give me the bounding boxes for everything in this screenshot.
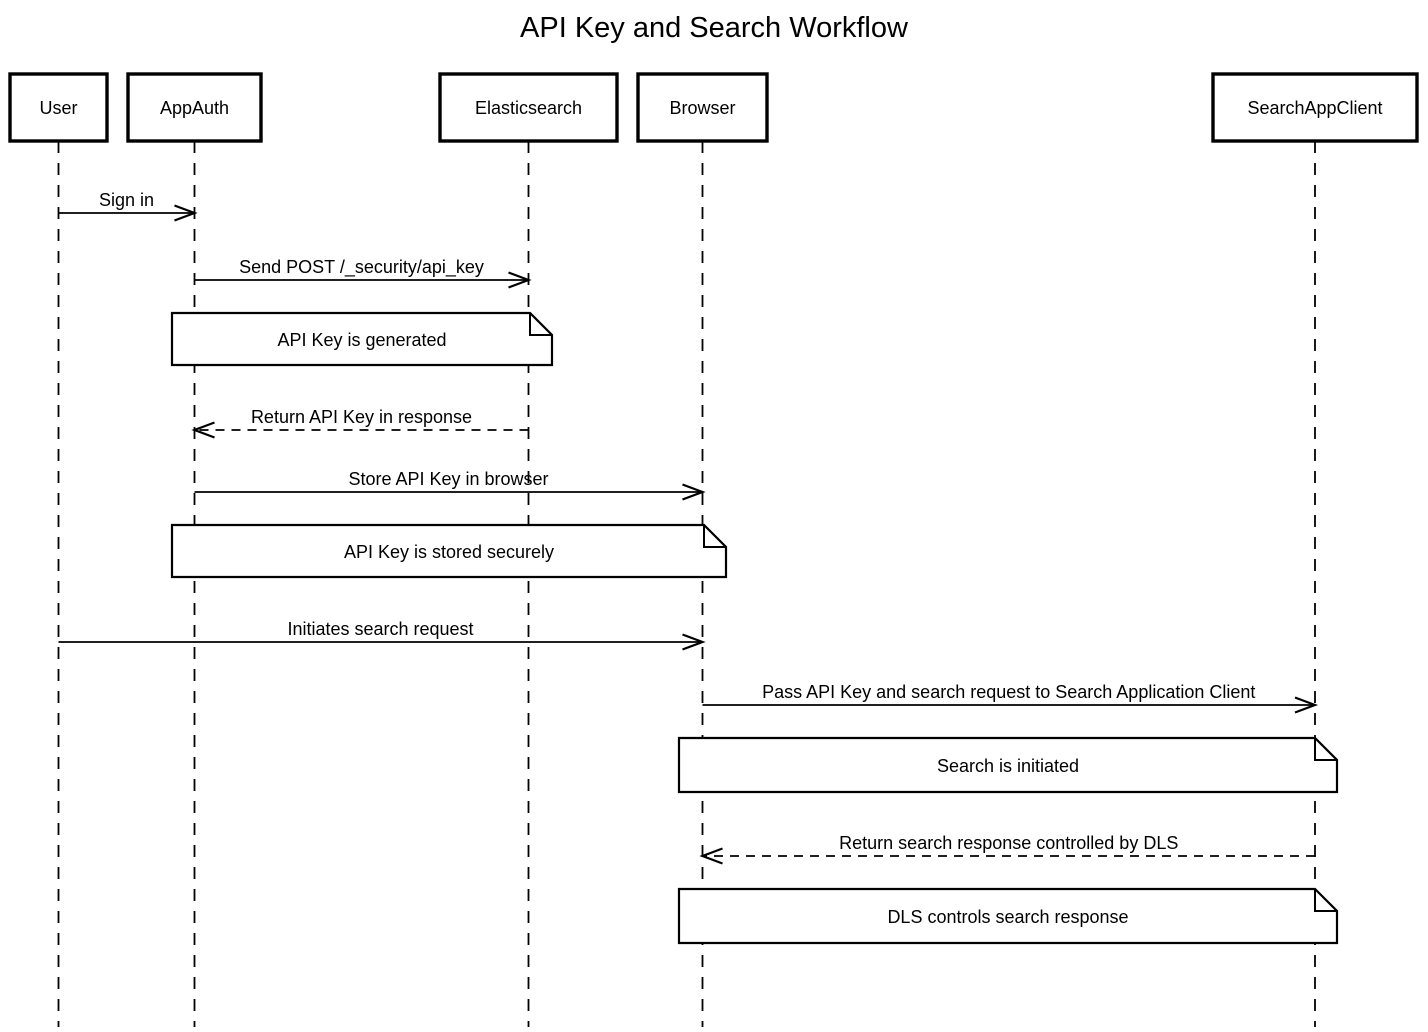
note-api-key-stored: API Key is stored securely xyxy=(170,523,728,579)
note-shape xyxy=(677,736,1339,794)
arrowhead-left-icon xyxy=(699,847,723,865)
message-send-post: Send POST /_security/api_key xyxy=(194,257,532,289)
diagram-title: API Key and Search Workflow xyxy=(520,12,909,44)
participant-user: User xyxy=(8,72,109,143)
note-label: API Key is stored securely xyxy=(344,542,554,562)
arrowhead-right-icon xyxy=(682,483,706,501)
message-label: Return API Key in response xyxy=(251,407,472,427)
participant-appauth: AppAuth xyxy=(126,72,263,143)
message-pass-api-key: Pass API Key and search request to Searc… xyxy=(702,682,1319,714)
message-return-search-response: Return search response controlled by DLS xyxy=(699,833,1315,865)
message-label: Send POST /_security/api_key xyxy=(239,257,484,278)
note-dls-controls: DLS controls search response xyxy=(677,887,1339,945)
note-label: Search is initiated xyxy=(937,756,1079,776)
message-label: Return search response controlled by DLS xyxy=(839,833,1178,853)
message-return-api-key: Return API Key in response xyxy=(191,407,529,439)
arrowhead-right-icon xyxy=(682,633,706,651)
note-api-key-generated: API Key is generated xyxy=(170,311,554,367)
note-search-initiated: Search is initiated xyxy=(677,736,1339,794)
participant-box-appauth xyxy=(126,72,263,143)
participant-label-elasticsearch: Elasticsearch xyxy=(475,98,582,118)
participant-searchappclient: SearchAppClient xyxy=(1211,72,1419,143)
message-label: Sign in xyxy=(99,190,154,210)
participant-label-browser: Browser xyxy=(669,98,735,118)
arrowhead-left-icon xyxy=(191,421,215,439)
participant-label-user: User xyxy=(39,98,77,118)
participant-box-elasticsearch xyxy=(438,72,619,143)
participant-elasticsearch: Elasticsearch xyxy=(438,72,619,143)
arrowhead-right-icon xyxy=(508,271,532,289)
participant-box-browser xyxy=(636,72,769,143)
participant-label-appauth: AppAuth xyxy=(160,98,229,118)
message-label: Initiates search request xyxy=(287,619,473,639)
message-initiates-search: Initiates search request xyxy=(58,619,706,651)
participant-box-searchappclient xyxy=(1211,72,1419,143)
note-shape xyxy=(170,311,554,367)
note-fold-icon xyxy=(529,313,552,336)
message-label: Pass API Key and search request to Searc… xyxy=(762,682,1255,702)
message-sign-in: Sign in xyxy=(58,190,198,222)
participant-box-user xyxy=(8,72,109,143)
note-fold-icon xyxy=(1314,738,1337,761)
note-label: DLS controls search response xyxy=(887,907,1128,927)
note-fold-icon xyxy=(1314,889,1337,912)
note-fold-icon xyxy=(703,525,726,548)
note-shape xyxy=(170,523,728,579)
arrowhead-right-icon xyxy=(1294,696,1319,714)
arrowhead-right-icon xyxy=(174,204,198,222)
lifelines xyxy=(57,141,1316,1027)
note-label: API Key is generated xyxy=(277,330,446,350)
message-label: Store API Key in browser xyxy=(348,469,548,489)
note-shape xyxy=(677,887,1339,945)
participant-browser: Browser xyxy=(636,72,769,143)
message-store-api-key: Store API Key in browser xyxy=(194,469,706,501)
participant-label-searchappclient: SearchAppClient xyxy=(1247,98,1382,118)
